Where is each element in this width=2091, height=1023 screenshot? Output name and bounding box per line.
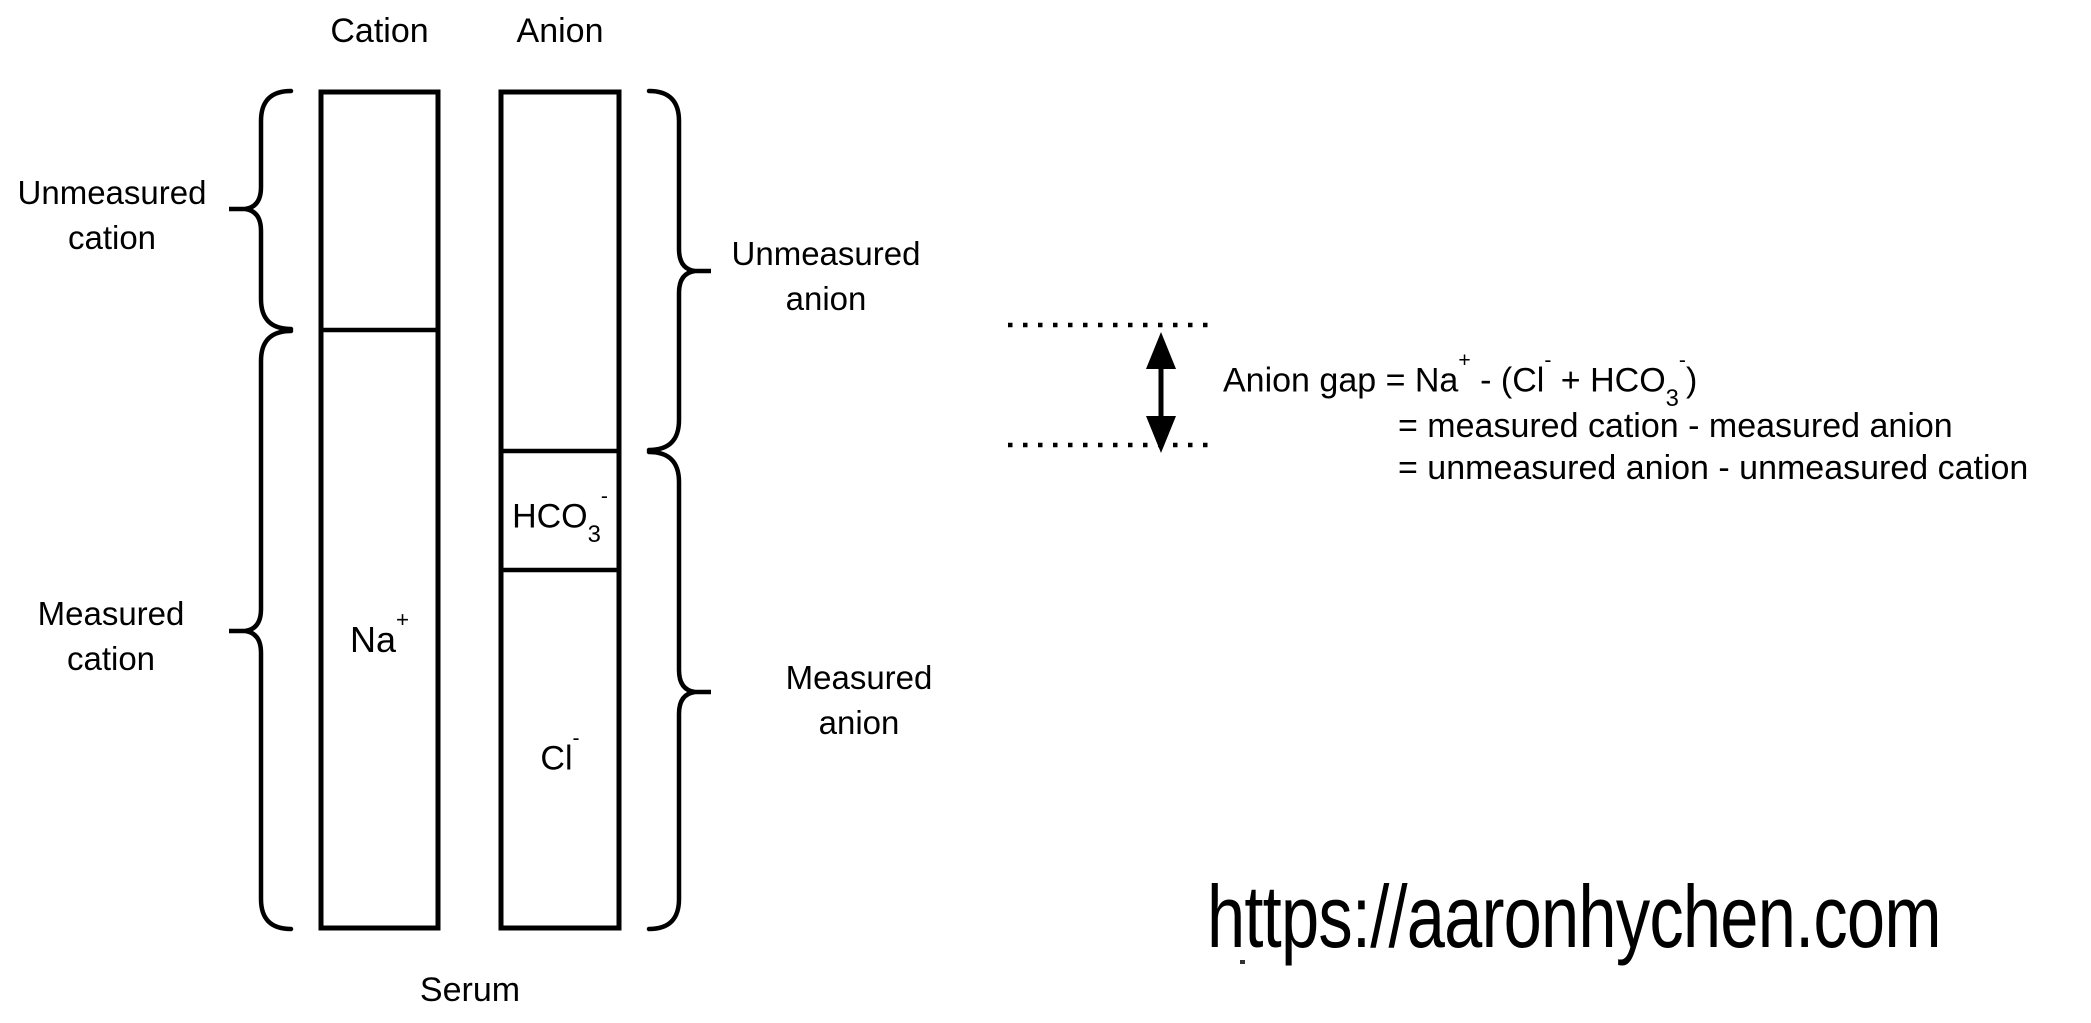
anion-column-label: Anion: [516, 12, 604, 50]
na-ion-label: Na+: [349, 606, 410, 660]
hco3-ion-label: HCO3-: [512, 485, 608, 548]
unmeasured-cation-brace: [229, 88, 294, 332]
unmeasured-anion-brace: [646, 88, 711, 453]
anion-bar: [498, 89, 622, 931]
cation-column-label: Cation: [330, 12, 429, 50]
watermark-url: https://aaronhychen.com: [1207, 867, 1942, 966]
measured-cation-brace: [229, 328, 294, 932]
cl-ion-label: Cl-: [540, 727, 580, 778]
measured-anion-brace: [646, 449, 711, 932]
anion-gap-arrow: [1146, 332, 1176, 453]
anion-gap-formula-line2: = measured cation - measured anion: [1398, 407, 1953, 445]
anion-gap-formula-line3: = unmeasured anion - unmeasured cation: [1398, 449, 2029, 487]
arrowhead-down-icon: [1146, 416, 1176, 453]
anion-gap-formula-line1: Anion gap = Na+ - (Cl- + HCO3-): [1223, 349, 1698, 412]
serum-label: Serum: [419, 971, 521, 1009]
stray-dot-artifact: [1240, 960, 1245, 964]
arrowhead-up-icon: [1146, 332, 1176, 369]
cation-bar: [318, 89, 441, 931]
